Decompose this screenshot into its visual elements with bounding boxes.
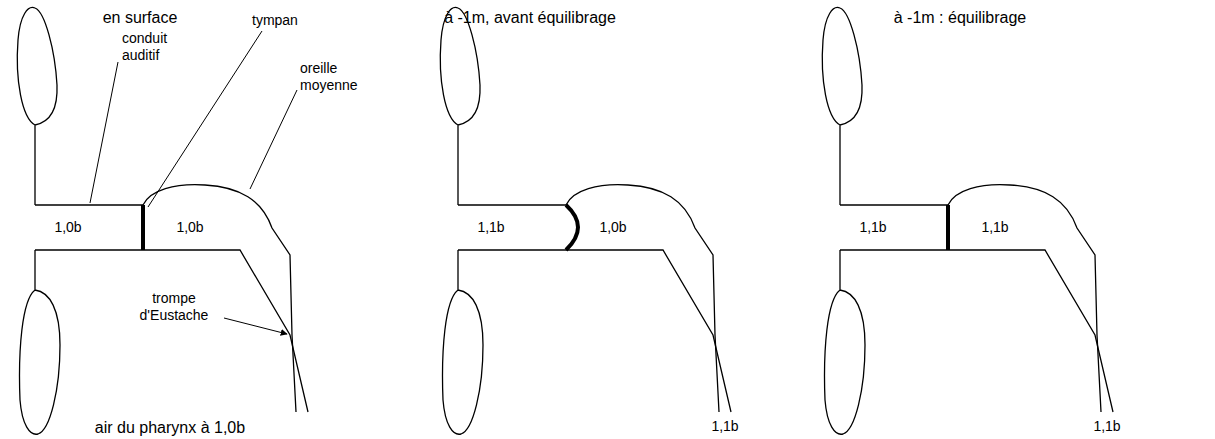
pressure-note: air du pharynx à 1,0b	[95, 418, 245, 437]
pressure-value: 1,1b	[859, 219, 886, 236]
eardrum	[141, 205, 145, 250]
panel-title: à -1m, avant équilibrage	[444, 8, 616, 27]
eardrum-bulged	[566, 205, 578, 250]
pressure-value: 1,1b	[711, 418, 738, 435]
leader-arrow	[224, 318, 287, 334]
ear-outline	[17, 7, 308, 434]
leader-line	[90, 62, 118, 203]
eardrum	[946, 205, 950, 250]
leader-line	[250, 90, 297, 189]
panel-title: en surface	[103, 8, 178, 27]
ear-outline	[822, 7, 1113, 434]
pressure-value: 1,1b	[1093, 418, 1120, 435]
part-name: tympan	[252, 12, 298, 29]
pressure-value: 1,0b	[54, 219, 81, 236]
ear-outline	[440, 7, 731, 434]
part-name: conduit auditif	[122, 30, 184, 64]
pressure-value: 1,1b	[981, 219, 1008, 236]
pressure-value: 1,0b	[599, 219, 626, 236]
leader-line	[148, 31, 262, 207]
panel-title: à -1m : équilibrage	[894, 8, 1027, 27]
part-name: trompe d'Eustache	[129, 290, 219, 324]
part-name: oreille moyenne	[300, 60, 372, 94]
pressure-value: 1,0b	[176, 219, 203, 236]
pressure-value: 1,1b	[477, 219, 504, 236]
